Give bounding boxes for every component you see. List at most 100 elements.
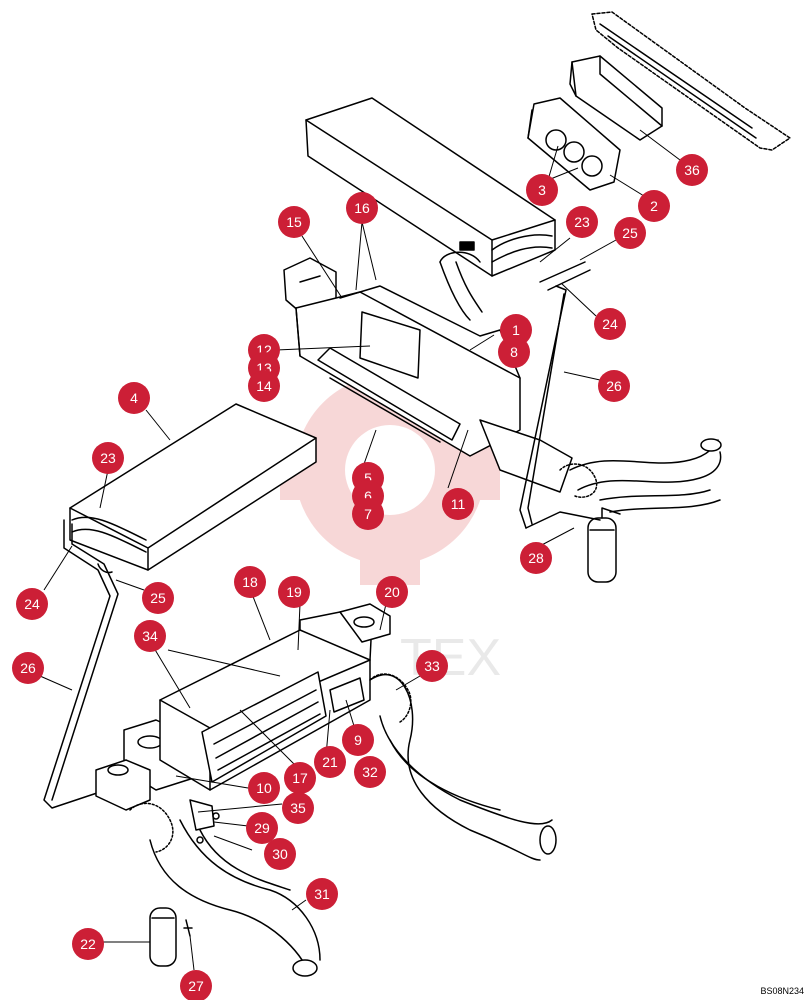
callout-circle — [520, 542, 552, 574]
callout-c9: 9 — [342, 724, 374, 756]
callout-circle — [264, 838, 296, 870]
callout-label: 25 — [622, 225, 638, 241]
callout-circle — [134, 620, 166, 652]
callout-label: 1 — [512, 322, 520, 338]
callout-c23b: 23 — [92, 442, 124, 474]
callout-circle — [278, 206, 310, 238]
callout-c24a: 24 — [594, 308, 626, 340]
callout-circle — [16, 588, 48, 620]
callout-circle — [598, 370, 630, 402]
callout-label: 32 — [362, 764, 378, 780]
callout-c28: 28 — [520, 542, 552, 574]
callout-circle — [342, 724, 374, 756]
callout-label: 24 — [24, 596, 40, 612]
callout-label: 26 — [20, 660, 36, 676]
callout-c35: 35 — [282, 792, 314, 824]
callout-label: 30 — [272, 846, 288, 862]
hose-fittings — [189, 799, 220, 844]
callout-label: 11 — [451, 496, 466, 512]
callout-c27: 27 — [180, 970, 212, 1000]
callout-circle — [354, 756, 386, 788]
callout-label: 4 — [130, 390, 138, 406]
callout-c31: 31 — [306, 878, 338, 910]
callout-label: 23 — [574, 214, 590, 230]
callout-label: 17 — [292, 770, 308, 786]
callout-c24b: 24 — [16, 588, 48, 620]
callout-label: 27 — [188, 978, 204, 994]
callout-circle — [180, 970, 212, 1000]
refrigerant-line-lower — [43, 519, 119, 809]
callout-circle — [92, 442, 124, 474]
callout-circle — [72, 928, 104, 960]
callout-label: 15 — [286, 214, 302, 230]
callout-c18: 18 — [234, 566, 266, 598]
callout-c26b: 26 — [12, 652, 44, 684]
callout-c19: 19 — [278, 576, 310, 608]
callout-c36: 36 — [676, 154, 708, 186]
callout-c4: 4 — [118, 382, 150, 414]
callout-label: 19 — [286, 584, 302, 600]
callout-c8: 8 — [498, 336, 530, 368]
callout-circle — [566, 206, 598, 238]
callout-label: 9 — [354, 732, 362, 748]
callout-c3: 3 — [526, 174, 558, 206]
callout-circle — [282, 792, 314, 824]
callout-c7: 7 — [352, 498, 384, 530]
callout-circle — [352, 498, 384, 530]
lower-heater-unit — [95, 603, 391, 811]
callout-label: 16 — [354, 200, 370, 216]
callout-c16: 16 — [346, 192, 378, 224]
callout-c29: 29 — [246, 812, 278, 844]
callout-c26a: 26 — [598, 370, 630, 402]
callout-label: 10 — [256, 780, 272, 796]
leader-lines — [39, 129, 681, 971]
callout-label: 36 — [684, 162, 700, 178]
callout-c33: 33 — [416, 650, 448, 682]
callout-label: 35 — [290, 800, 306, 816]
callout-circle — [278, 576, 310, 608]
callout-label: 34 — [142, 628, 158, 644]
callout-c23a: 23 — [566, 206, 598, 238]
callout-circle — [234, 566, 266, 598]
callout-c17: 17 — [284, 762, 316, 794]
callout-label: 5 — [364, 470, 372, 486]
callout-label: 18 — [242, 574, 258, 590]
callout-circle — [248, 370, 280, 402]
mount-bracket — [569, 11, 791, 151]
callout-circle — [306, 878, 338, 910]
callout-label: 6 — [364, 488, 372, 504]
callout-circle — [594, 308, 626, 340]
middle-heater-unit — [283, 251, 573, 493]
callout-label: 8 — [510, 344, 518, 360]
callout-label: 7 — [364, 506, 372, 522]
callout-label: 25 — [150, 590, 166, 606]
callout-c10: 10 — [248, 772, 280, 804]
middle-hoses — [559, 438, 722, 513]
callout-c15: 15 — [278, 206, 310, 238]
callout-label: 14 — [256, 378, 272, 394]
callout-c30: 30 — [264, 838, 296, 870]
callout-label: 24 — [602, 316, 618, 332]
callout-circle — [416, 650, 448, 682]
callout-c21: 21 — [314, 746, 346, 778]
callout-label: 2 — [650, 198, 658, 214]
callout-label: 29 — [254, 820, 270, 836]
callout-label: 20 — [384, 584, 400, 600]
callout-c25a: 25 — [614, 217, 646, 249]
callout-c11: 11 — [442, 488, 474, 520]
callout-circle — [498, 336, 530, 368]
callout-c25b: 25 — [142, 582, 174, 614]
callout-circle — [614, 217, 646, 249]
callout-circle — [12, 652, 44, 684]
lower-evaporator-core — [69, 403, 317, 571]
callout-label: 33 — [424, 658, 440, 674]
callout-label: 26 — [606, 378, 622, 394]
refrigerant-line-upper — [519, 261, 601, 529]
callout-c20: 20 — [376, 576, 408, 608]
callout-label: 28 — [528, 550, 544, 566]
callout-c32: 32 — [354, 756, 386, 788]
parts-line-art — [43, 11, 791, 977]
callout-circle — [638, 190, 670, 222]
